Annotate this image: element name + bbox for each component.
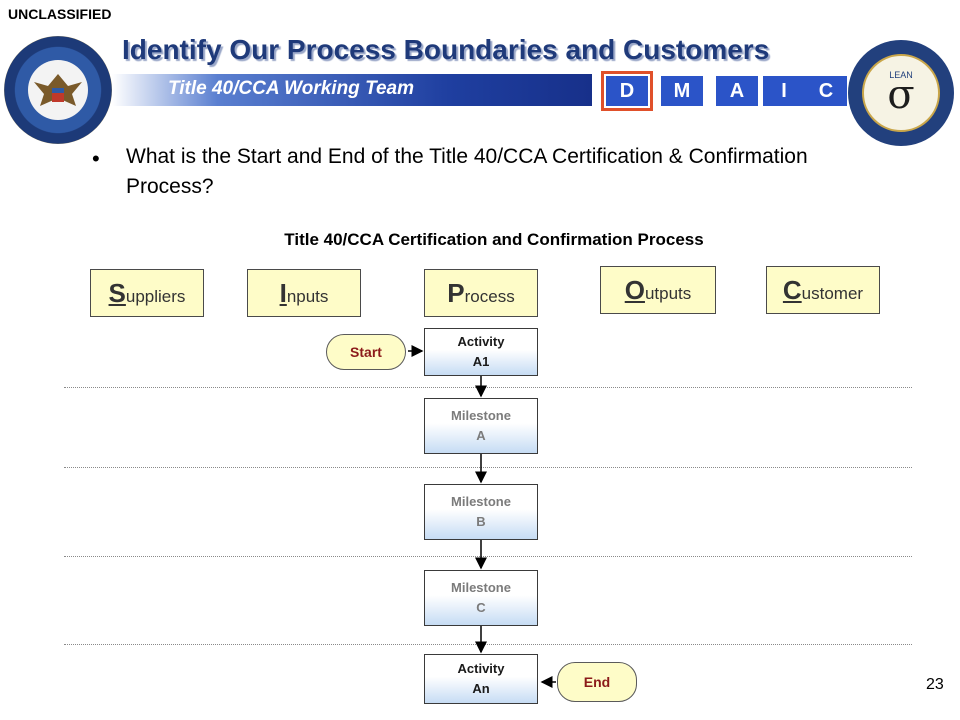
node-line1: Milestone [451,580,511,595]
node-line2: A [476,428,486,443]
start-terminal: Start [326,334,406,370]
dmaic-c: C [805,76,847,106]
node-line2: C [476,600,486,615]
diagram-title: Title 40/CCA Certification and Confirmat… [284,230,704,249]
bullet-question: What is the Start and End of the Title 4… [126,145,808,198]
slide-title: Identify Our Process Boundaries and Cust… [122,34,770,65]
dmaic-i: I [763,76,805,106]
node-line1: Activity [457,661,505,676]
swimlane-divider [64,644,912,645]
activity-an-node: Activity An [424,654,538,704]
page-number: 23 [926,676,944,693]
sipoc-outputs-initial: O [624,275,645,305]
node-line2: B [476,514,486,529]
sipoc-suppliers-initial: S [108,278,126,308]
swimlane-divider [64,467,912,468]
dmaic-a: A [716,76,758,106]
node-line2: A1 [472,354,490,369]
node-line1: Milestone [451,408,511,423]
dmaic-active-highlight [601,71,653,111]
sipoc-customer-initial: C [782,275,802,305]
milestone-c-node: Milestone C [424,570,538,626]
node-line2: An [472,681,490,696]
dmaic-d: D [606,76,648,106]
activity-a1-node: Activity A1 [424,328,538,376]
svg-text:σ: σ [887,72,914,118]
node-line1: Activity [457,334,505,349]
sipoc-inputs-initial: I [279,278,287,308]
banner-bar [112,74,592,106]
sipoc-process-initial: P [447,278,465,308]
classification-label: UNCLASSIFIED [8,6,112,22]
banner-text: Title 40/CCA Working Team [168,78,414,99]
milestone-b-node: Milestone B [424,484,538,540]
milestone-a-node: Milestone A [424,398,538,454]
sipoc-suppliers-rest: uppliers [125,287,186,306]
lean-six-sigma-seal-icon: σ LEAN [848,40,954,146]
bullet-icon: • [92,146,100,171]
end-terminal: End [557,662,637,702]
node-line1: Milestone [451,494,511,509]
sipoc-inputs-rest: nputs [286,287,329,306]
sipoc-process-rest: rocess [464,287,515,306]
swimlane-divider [64,387,912,388]
swimlane-divider [64,556,912,557]
svg-text:LEAN: LEAN [889,70,913,80]
sipoc-outputs-rest: utputs [644,284,692,303]
sipoc-customer-rest: ustomer [801,284,864,303]
dod-seal-icon [4,36,112,144]
dmaic-m: M [661,76,703,106]
